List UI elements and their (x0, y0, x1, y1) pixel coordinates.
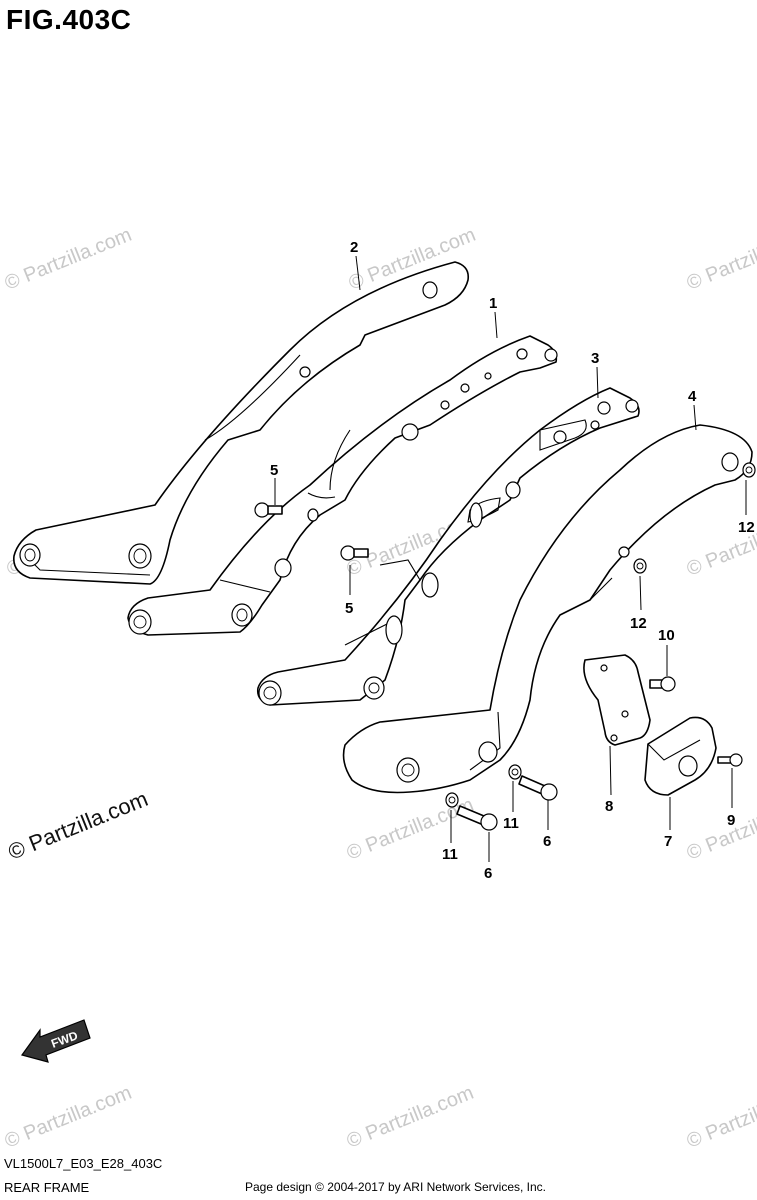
callout-11: 11 (442, 846, 458, 863)
callout-1: 1 (489, 295, 497, 312)
callout-12: 12 (738, 519, 755, 536)
part-1-inner-bracket (127, 335, 558, 636)
callout-6: 6 (543, 833, 551, 850)
part-9-screw (717, 753, 743, 767)
callout-11: 11 (503, 815, 519, 832)
part-2-frame-rail (13, 261, 470, 585)
callout-10: 10 (658, 627, 675, 644)
watermark-text: © Partzilla.com (684, 224, 757, 295)
section-name: REAR FRAME (4, 1180, 90, 1195)
callout-7: 7 (664, 833, 672, 850)
fwd-arrow: FWD (21, 1019, 91, 1063)
leader-lines (274, 255, 747, 862)
part-10-bolt (649, 676, 676, 692)
part-12-washer (633, 462, 756, 574)
watermark-text-strong: © Partzilla.com (5, 786, 152, 865)
callouts: 2 1 3 4 5 5 12 12 10 8 7 9 11 11 6 6 (270, 239, 755, 882)
part-3-center-bracket (256, 387, 640, 706)
callout-5: 5 (345, 600, 353, 617)
callout-6: 6 (484, 865, 492, 882)
watermark-text: © Partzilla.com (684, 794, 757, 865)
page-credit: Page design © 2004-2017 by ARI Network S… (245, 1180, 547, 1194)
part-11-washer (445, 764, 522, 808)
part-7-damper (644, 716, 717, 796)
part-6-bolt (456, 775, 558, 831)
figure-title: FIG.403C (6, 4, 132, 35)
callout-2: 2 (350, 239, 358, 256)
model-code: VL1500L7_E03_E28_403C (4, 1156, 163, 1171)
watermark-text: © Partzilla.com (684, 1082, 757, 1153)
fwd-arrow-icon (21, 1019, 91, 1063)
callout-9: 9 (727, 812, 735, 829)
part-4-frame-rail (342, 424, 753, 794)
callout-3: 3 (591, 350, 599, 367)
watermark-text: © Partzilla.com (344, 1082, 477, 1153)
watermark-text: © Partzilla.com (2, 224, 135, 295)
callout-5: 5 (270, 462, 278, 479)
part-5-bolt (254, 502, 369, 561)
watermark-text: © Partzilla.com (2, 1082, 135, 1153)
callout-8: 8 (605, 798, 613, 815)
callout-4: 4 (688, 388, 697, 405)
part-8-bracket (583, 654, 651, 746)
callout-12: 12 (630, 615, 647, 632)
